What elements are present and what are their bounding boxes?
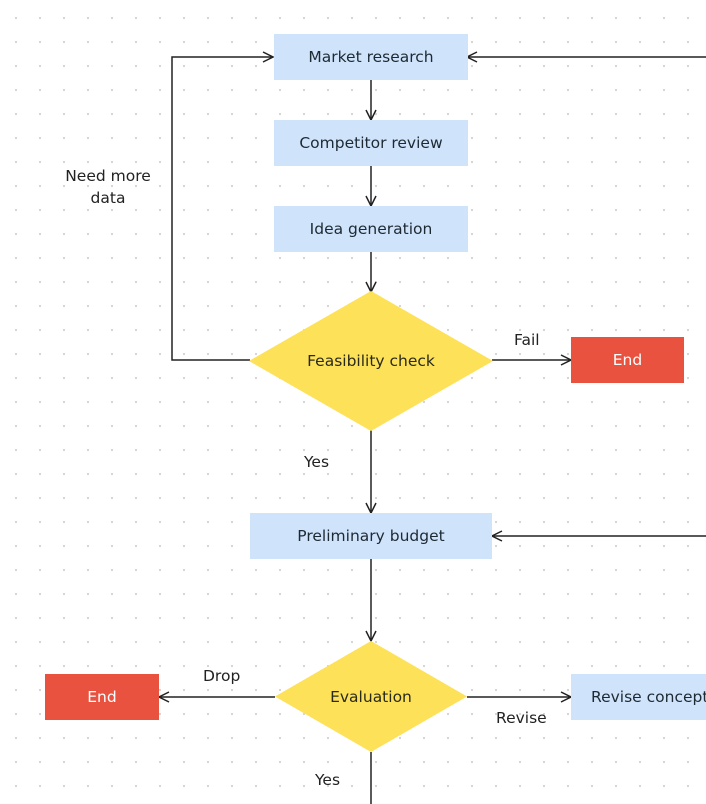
node-label: End bbox=[612, 351, 643, 369]
node-idea-generation[interactable]: Idea generation bbox=[274, 206, 468, 252]
node-market-research[interactable]: Market research bbox=[274, 34, 468, 80]
edge-label-fail: Fail bbox=[514, 331, 540, 349]
edge-label-yes-feasibility: Yes bbox=[304, 453, 330, 471]
node-revise-concepts[interactable]: Revise concepts bbox=[571, 674, 706, 720]
edge-label-drop: Drop bbox=[203, 667, 241, 685]
decision-shape bbox=[249, 291, 493, 431]
edge-label-need-more-data: Need more data bbox=[65, 167, 151, 207]
node-label: End bbox=[87, 688, 117, 706]
decision-shape bbox=[275, 641, 467, 752]
edge-label-revise: Revise bbox=[496, 709, 547, 727]
node-competitor-review[interactable]: Competitor review bbox=[274, 120, 468, 166]
node-end-drop[interactable]: End bbox=[45, 674, 159, 720]
node-label: Market research bbox=[308, 48, 434, 66]
node-preliminary-budget[interactable]: Preliminary budget bbox=[250, 513, 492, 559]
node-evaluation[interactable]: Evaluation bbox=[275, 641, 467, 752]
node-label: Evaluation bbox=[330, 687, 412, 706]
edge-feasibility-loop-need-more-data bbox=[171, 57, 273, 361]
node-feasibility-check[interactable]: Feasibility check bbox=[249, 291, 493, 431]
edge-label-yes-evaluation: Yes bbox=[315, 771, 341, 789]
node-label: Competitor review bbox=[299, 134, 443, 152]
node-label: Feasibility check bbox=[307, 352, 435, 370]
node-label: Preliminary budget bbox=[297, 527, 445, 545]
node-label: Revise concepts bbox=[591, 688, 706, 706]
node-label: Idea generation bbox=[309, 220, 433, 238]
node-end-fail[interactable]: End bbox=[571, 337, 684, 383]
